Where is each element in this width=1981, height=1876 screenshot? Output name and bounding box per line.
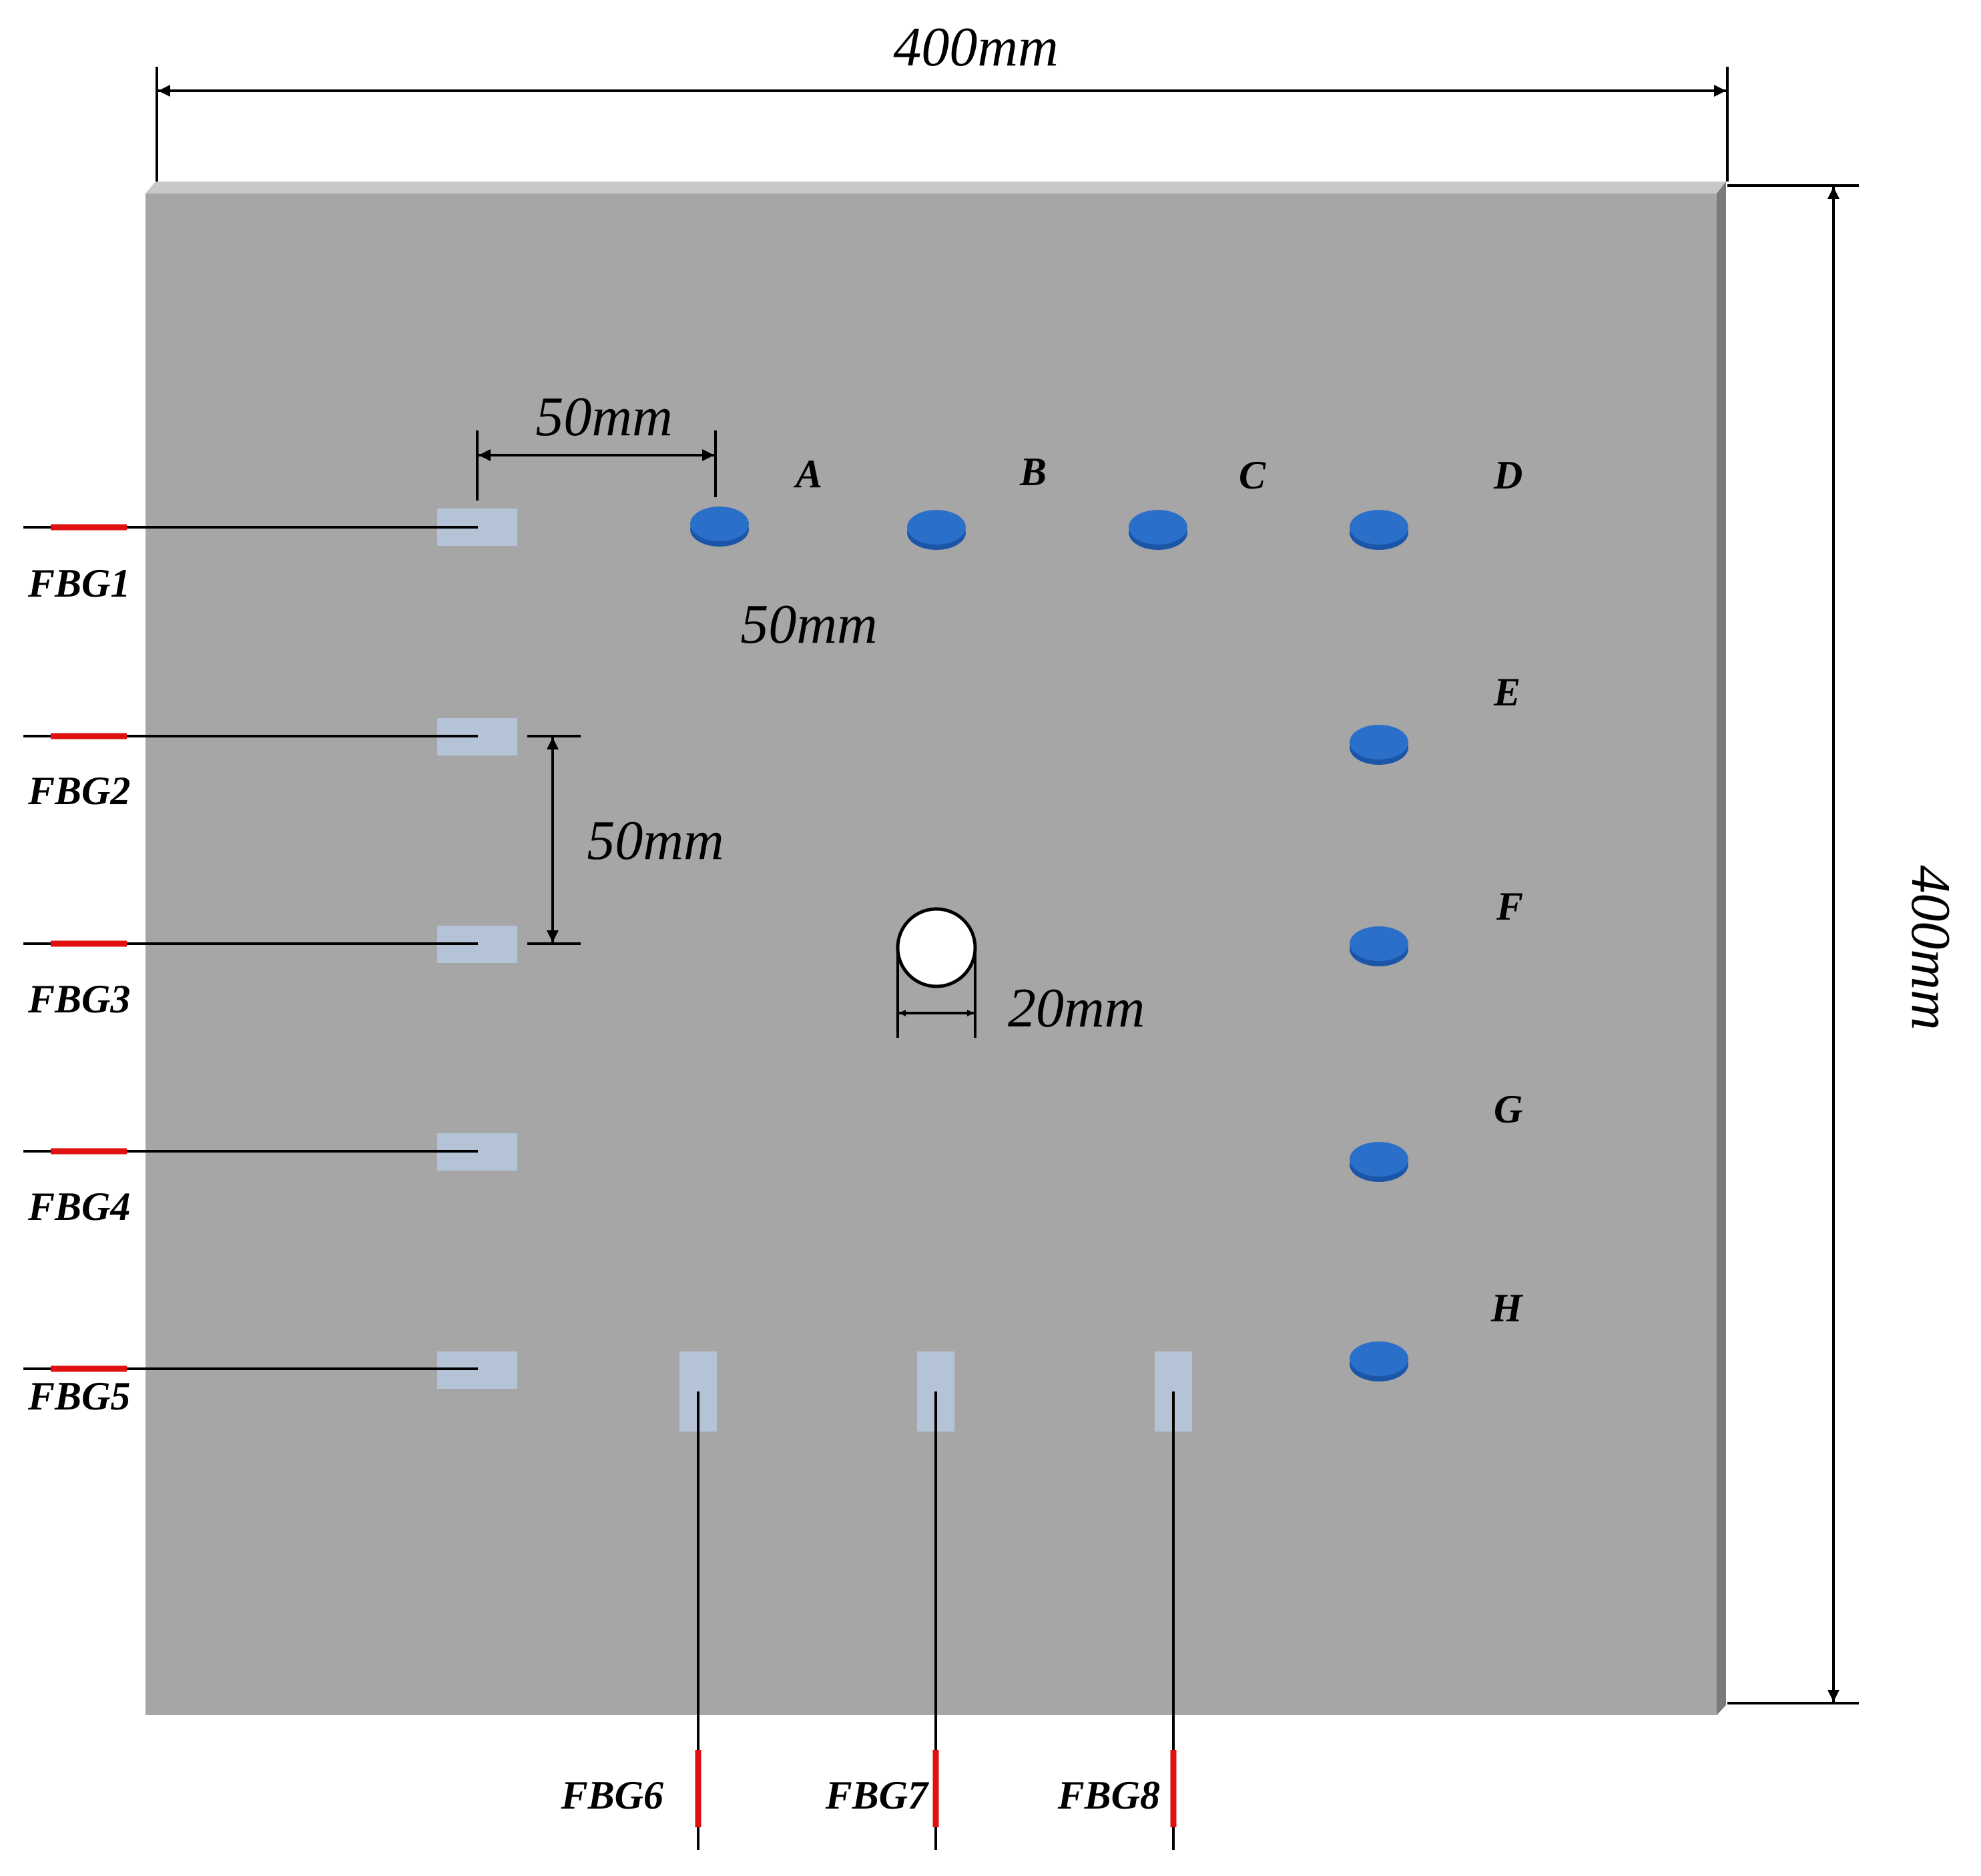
- pzt-disc-b: [907, 510, 966, 550]
- width-dimension: 400mm: [156, 16, 1729, 182]
- bottom-fibers: [695, 1391, 1177, 1850]
- width-dimension-label: 400mm: [893, 16, 1058, 78]
- label-fbg5: FBG5: [27, 1374, 130, 1418]
- label-point-c: C: [1239, 453, 1266, 497]
- pzt-labels: A B C D E F G H: [793, 450, 1524, 1330]
- vertical-spacing-dimension: 50mm: [527, 735, 724, 945]
- label-fbg8: FBG8: [1057, 1773, 1160, 1817]
- central-hole: 20mm: [896, 907, 1145, 1039]
- label-fbg1: FBG1: [27, 561, 130, 605]
- pzt-disc-e: [1350, 725, 1408, 765]
- horizontal-spacing-dimension: 50mm: [476, 386, 717, 501]
- vspacing-dimension-label: 50mm: [587, 810, 724, 872]
- label-fbg7: FBG7: [825, 1773, 929, 1817]
- pzt-disc-c: [1129, 510, 1187, 550]
- plate-side-edge: [1717, 182, 1726, 1715]
- fbg-labels: FBG1 FBG2 FBG3 FBG4 FBG5 FBG6 FBG7 FBG8: [27, 561, 1160, 1817]
- label-point-g: G: [1494, 1087, 1522, 1131]
- label-fbg2: FBG2: [27, 769, 130, 813]
- height-dimension: 400mm: [1727, 184, 1962, 1704]
- pzt-disc-d: [1350, 510, 1408, 550]
- label-point-a: A: [793, 452, 822, 496]
- pzt-disc-f: [1350, 926, 1408, 966]
- pzt-disc-a: [690, 507, 749, 547]
- label-point-f: F: [1496, 884, 1523, 928]
- hspacing-dimension-label: 50mm: [535, 386, 672, 448]
- left-fibers: [23, 524, 478, 1372]
- label-fbg3: FBG3: [27, 977, 130, 1021]
- label-fbg6: FBG6: [561, 1773, 663, 1817]
- pzt-spacing-label: 50mm: [740, 593, 877, 655]
- label-point-h: H: [1490, 1286, 1524, 1330]
- label-point-d: D: [1493, 453, 1522, 497]
- pzt-disc-g: [1350, 1142, 1408, 1182]
- pzt-disc-h: [1350, 1341, 1408, 1381]
- label-fbg4: FBG4: [27, 1185, 130, 1229]
- height-dimension-label: 400mm: [1900, 865, 1962, 1030]
- pzt-discs: [690, 507, 1408, 1381]
- label-point-b: B: [1019, 450, 1047, 494]
- hole-dimension-label: 20mm: [1008, 977, 1145, 1039]
- plate-top-edge: [146, 182, 1726, 194]
- label-point-e: E: [1493, 670, 1520, 714]
- hole-circle: [896, 907, 977, 988]
